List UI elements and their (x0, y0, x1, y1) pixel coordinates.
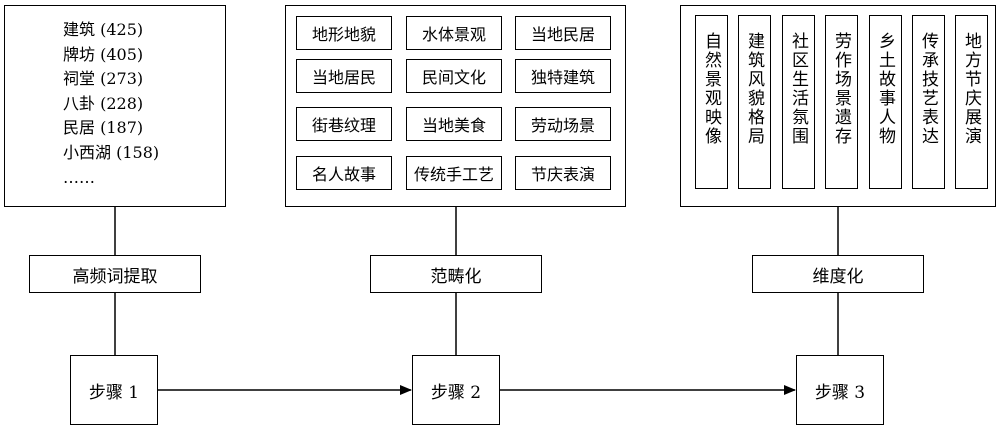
dimension-item: 劳作场景遗存 (825, 15, 858, 189)
category-item: 劳动场景 (515, 107, 611, 141)
frequency-item: 小西湖 (158) (63, 142, 160, 162)
process-dimensionalization: 维度化 (752, 255, 924, 293)
category-item: 名人故事 (296, 156, 392, 190)
process-categorization: 范畴化 (370, 255, 542, 293)
dimension-label: 自然景观映像 (701, 32, 721, 146)
dimension-item: 传承技艺表达 (912, 15, 945, 189)
dimension-item: 乡土故事人物 (869, 15, 902, 189)
frequency-item: 祠堂 (273) (63, 69, 144, 89)
dimension-label: 建筑风貌格局 (744, 32, 764, 146)
category-item: 当地美食 (406, 107, 502, 141)
category-item: 地形地貌 (296, 16, 392, 50)
category-panel: 地形地貌 水体景观 当地民居 当地居民 民间文化 独特建筑 街巷纹理 当地美食 … (285, 5, 626, 207)
frequency-item: 牌坊 (405) (63, 44, 144, 64)
frequency-item: …… (63, 167, 95, 187)
step-3-box: 步骤 3 (796, 355, 884, 425)
word-frequency-list: 建筑 (425) 牌坊 (405) 祠堂 (273) 八卦 (228) 民居 (… (63, 18, 159, 190)
frequency-item: 八卦 (228) (63, 93, 144, 113)
category-item: 传统手工艺 (406, 156, 502, 190)
step-2-box: 步骤 2 (412, 355, 500, 425)
dimension-item: 社区生活氛围 (782, 15, 815, 189)
category-item: 独特建筑 (515, 59, 611, 93)
dimension-label: 地方节庆展演 (961, 32, 981, 146)
dimension-item: 建筑风貌格局 (738, 15, 771, 189)
dimension-panel: 自然景观映像 建筑风貌格局 社区生活氛围 劳作场景遗存 乡土故事人物 传承技艺表… (680, 5, 996, 207)
dimension-label: 社区生活氛围 (788, 32, 808, 146)
category-item: 街巷纹理 (296, 107, 392, 141)
category-item: 当地民居 (515, 16, 611, 50)
category-item: 民间文化 (406, 59, 502, 93)
category-item: 水体景观 (406, 16, 502, 50)
category-item: 节庆表演 (515, 156, 611, 190)
frequency-item: 建筑 (425) (63, 20, 144, 39)
dimension-item: 地方节庆展演 (955, 15, 988, 189)
process-high-frequency-extraction: 高频词提取 (29, 255, 201, 293)
category-item: 当地居民 (296, 59, 392, 93)
dimension-label: 传承技艺表达 (918, 32, 938, 146)
dimension-item: 自然景观映像 (695, 15, 728, 189)
dimension-label: 乡土故事人物 (875, 32, 895, 146)
step-1-box: 步骤 1 (70, 355, 158, 425)
word-frequency-panel: 建筑 (425) 牌坊 (405) 祠堂 (273) 八卦 (228) 民居 (… (4, 5, 226, 207)
dimension-label: 劳作场景遗存 (831, 32, 851, 146)
frequency-item: 民居 (187) (63, 118, 144, 138)
